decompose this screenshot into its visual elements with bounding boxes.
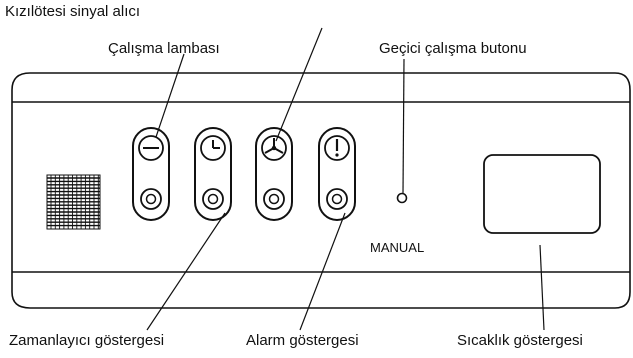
indicator-power[interactable] xyxy=(132,127,170,221)
alarm-led xyxy=(326,188,348,210)
leader-top-center xyxy=(275,27,323,142)
panel-body xyxy=(11,72,631,309)
indicator-alarm[interactable] xyxy=(318,127,356,221)
temporary-operation-button[interactable] xyxy=(396,192,408,204)
label-alarm-indicator: Alarm göstergesi xyxy=(246,332,359,349)
leader-temp-indicator xyxy=(539,244,545,331)
leader-alarm xyxy=(299,212,346,331)
fan-icon xyxy=(264,138,284,154)
leader-lines xyxy=(146,27,545,331)
power-led xyxy=(140,188,162,210)
alarm-icon xyxy=(335,139,339,157)
fan-led xyxy=(263,188,285,210)
label-temp-indicator: Sıcaklık göstergesi xyxy=(457,332,583,349)
leader-work-lamp xyxy=(155,53,185,138)
label-manual: MANUAL xyxy=(370,240,424,255)
clock-icon xyxy=(212,140,220,149)
indicator-timer[interactable] xyxy=(194,127,232,221)
ir-receiver-grid xyxy=(46,174,101,230)
label-ir-receiver: Kızılötesi sinyal alıcı xyxy=(5,3,140,20)
leader-timer xyxy=(146,212,226,331)
indicator-fan[interactable] xyxy=(255,127,293,221)
label-timer-indicator: Zamanlayıcı göstergesi xyxy=(9,332,164,349)
leader-temp-button xyxy=(402,58,405,194)
timer-led xyxy=(202,188,224,210)
label-work-lamp: Çalışma lambası xyxy=(108,40,220,57)
temperature-display xyxy=(483,154,601,234)
label-temp-button: Geçici çalışma butonu xyxy=(379,40,527,57)
